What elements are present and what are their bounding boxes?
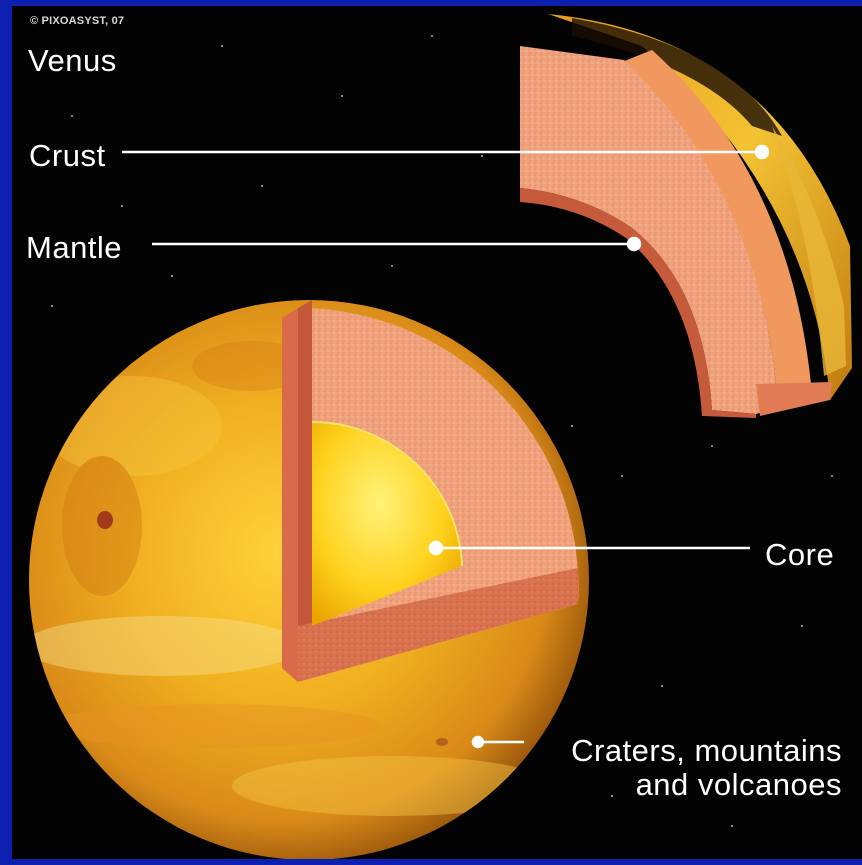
label-crust: Crust — [29, 139, 106, 173]
core-pointer-dot — [430, 542, 442, 554]
label-craters-line2: and volcanoes — [571, 768, 842, 802]
venus-sphere — [22, 300, 589, 859]
copyright-notice: © PIXOASYST, 07 — [30, 15, 124, 27]
craters-pointer-dot — [473, 737, 483, 747]
mantle-pointer-dot — [628, 238, 640, 250]
label-craters-line1: Craters, mountains — [571, 734, 842, 768]
venus-diagram — [12, 6, 862, 859]
diagram-title: Venus — [28, 44, 117, 78]
label-craters: Craters, mountains and volcanoes — [571, 734, 842, 802]
shell-fragment — [520, 14, 852, 418]
crust-pointer-dot — [756, 146, 768, 158]
diagram-canvas: © PIXOASYST, 07 Venus Crust Mantle Core … — [12, 6, 862, 859]
label-core: Core — [765, 538, 834, 572]
label-mantle: Mantle — [26, 231, 122, 265]
